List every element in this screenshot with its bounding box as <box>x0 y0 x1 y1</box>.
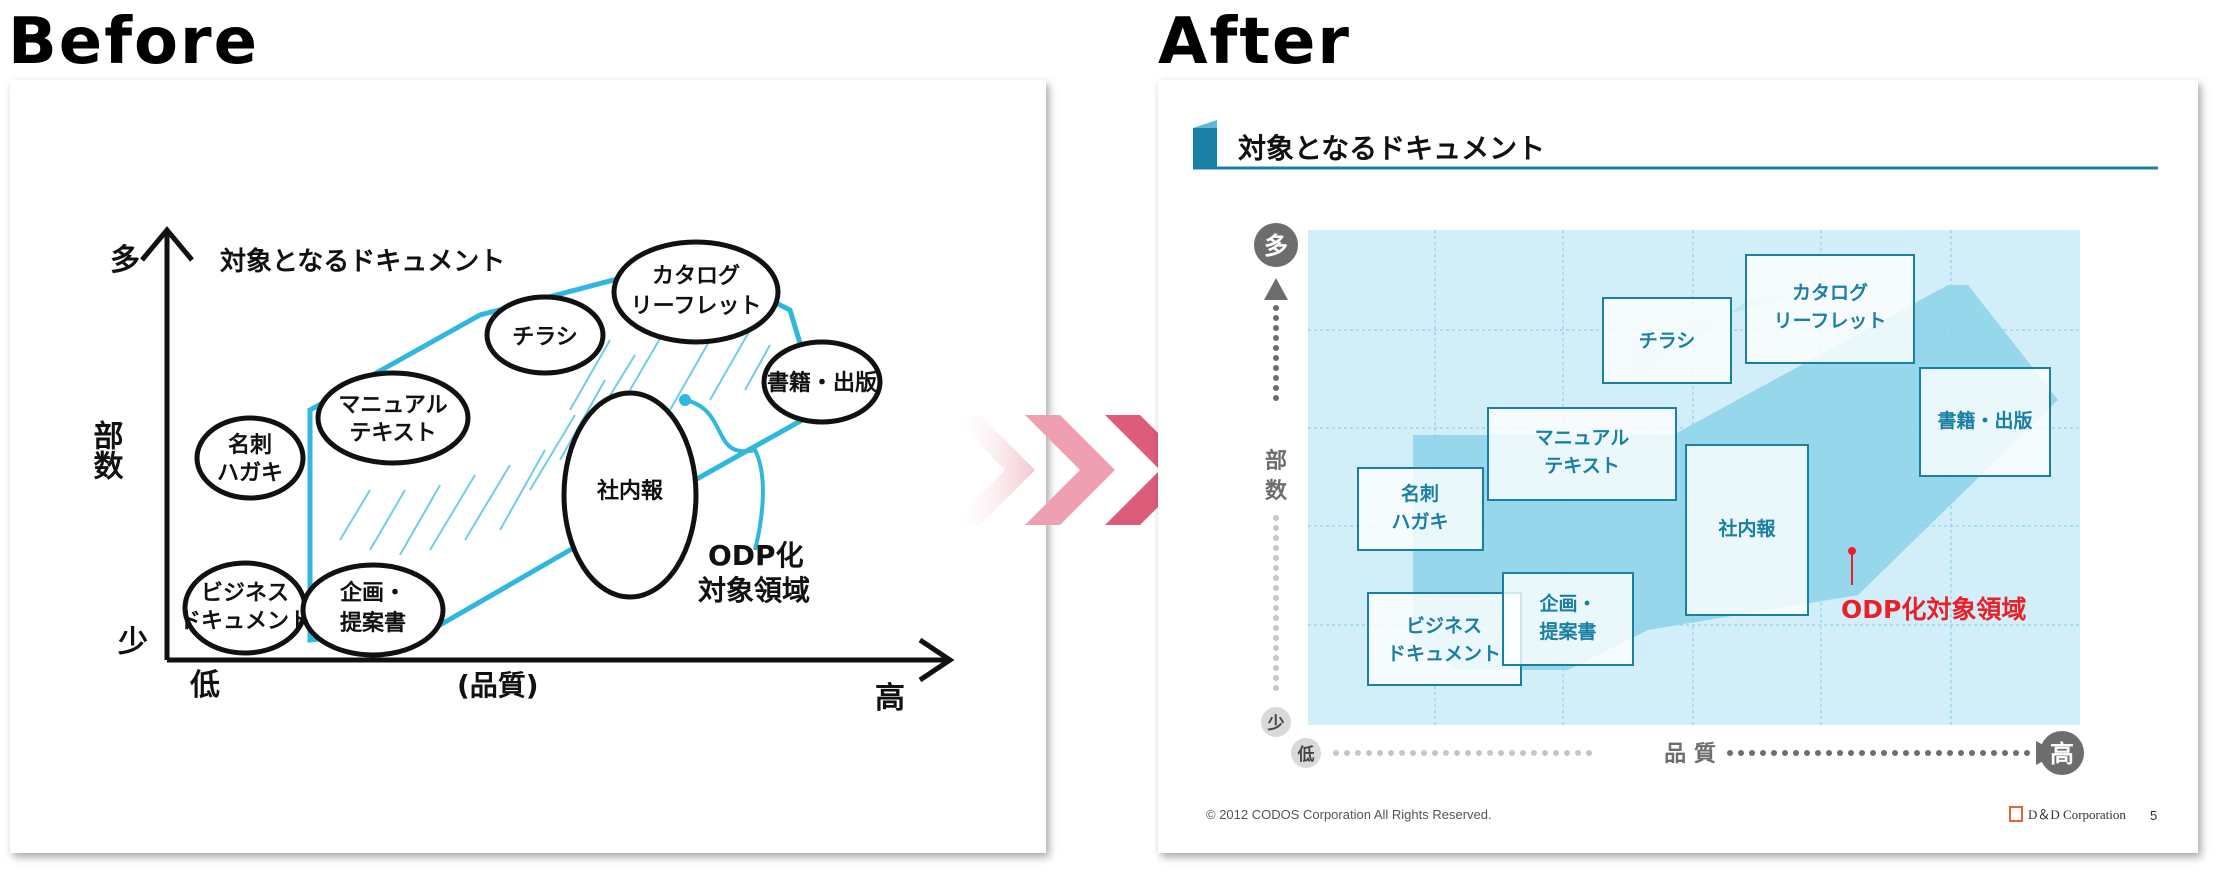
x-low-label: 低 <box>1297 744 1315 765</box>
blob-manual <box>315 370 471 466</box>
box-chirashi <box>1602 297 1732 384</box>
sketch-meishi-1: 名刺 <box>228 432 272 458</box>
arrow-2 <box>1025 415 1115 525</box>
blob-chirashi <box>484 294 606 376</box>
odp-pointer-dot <box>679 394 691 406</box>
label-manual-1: マニュアル <box>1535 427 1629 449</box>
sketch-kikaku-1: 企画・ <box>339 580 406 606</box>
y-axis-dots <box>1273 305 1279 691</box>
label-shoseki: 書籍・出版 <box>1937 409 2032 432</box>
box-shoseki <box>1919 367 2051 477</box>
title-icon <box>1193 128 1217 168</box>
before-heading: Before <box>8 5 259 79</box>
blob-catalog <box>611 239 781 345</box>
box-manual <box>1487 407 1677 501</box>
y-high-label: 多 <box>1264 232 1288 260</box>
y-axis-title-2: 数 <box>1265 478 1288 504</box>
hand-drawn-sketch: 対象となるドキュメント 多 少 部数 低 (品質) 高 名刺 ハガキ マニュアル… <box>88 226 955 716</box>
x-high-badge <box>2040 731 2084 775</box>
label-catalog-1: カタログ <box>1792 281 1868 304</box>
sketch-chirashi: チラシ <box>512 325 578 350</box>
y-axis-arrowhead <box>1264 278 1288 300</box>
y-high-label: 多 <box>110 243 140 278</box>
title-icon-fold <box>1193 120 1217 128</box>
after-heading: After <box>1158 5 1351 79</box>
x-low-label: 低 <box>189 668 220 703</box>
odp-label: ODP化対象領域 <box>1841 595 2026 624</box>
after-slide-panel: 対象となるドキュメント 名刺 ハガキ マニュアル <box>1158 80 2198 853</box>
x-high-label: 高 <box>875 681 905 716</box>
x-low-badge <box>1291 738 1321 768</box>
blob-shanaiho <box>561 390 699 600</box>
x-axis-title: (品質) <box>457 669 539 702</box>
y-axis-title: 部数 <box>88 419 124 481</box>
y-high-badge <box>1254 223 1298 267</box>
y-axis-arrow <box>140 226 194 262</box>
label-shanaiho: 社内報 <box>1717 517 1776 540</box>
label-catalog-2: リーフレット <box>1774 310 1887 332</box>
label-manual-2: テキスト <box>1544 455 1619 477</box>
blob-shoseki <box>761 339 883 425</box>
y-low-badge <box>1261 707 1291 737</box>
sketch-meishi-2: ハガキ <box>217 461 283 486</box>
x-axis-dots <box>1333 750 2030 756</box>
label-meishi-2: ハガキ <box>1391 511 1448 533</box>
odp-pointer <box>684 398 765 551</box>
before-sketch-panel: 対象となるドキュメント 多 少 部数 低 (品質) 高 名刺 ハガキ マニュアル… <box>10 80 1046 853</box>
sketch-title: 対象となるドキュメント <box>220 246 505 277</box>
box-business <box>1367 592 1522 686</box>
sketch-kikaku-2: 提案書 <box>340 610 406 636</box>
sketch-manual-1: マニュアル <box>338 393 447 418</box>
box-catalog <box>1745 254 1915 364</box>
blob-meishi <box>194 415 306 501</box>
sketch-catalog-2: リーフレット <box>631 294 762 319</box>
copyright-text: © 2012 CODOS Corporation All Rights Rese… <box>1206 807 1492 822</box>
blob-kikaku <box>300 562 446 658</box>
label-kikaku-1: 企画・ <box>1538 592 1596 615</box>
sketch-manual-2: テキスト <box>349 421 436 446</box>
hatch-lines <box>339 329 771 556</box>
slide: 対象となるドキュメント 名刺 ハガキ マニュアル <box>1193 120 2158 823</box>
label-kikaku-2: 提案書 <box>1539 620 1596 643</box>
sketch-business-1: ビジネス <box>201 581 289 606</box>
blob-business <box>182 560 308 656</box>
sketch-odp-2: 対象領域 <box>698 574 810 607</box>
sketch-shanaiho: 社内報 <box>597 478 664 504</box>
box-kikaku <box>1502 572 1634 666</box>
label-business-1: ビジネス <box>1406 615 1482 637</box>
company-logo-icon <box>2009 806 2023 822</box>
x-axis-arrow <box>918 637 955 683</box>
label-chirashi: チラシ <box>1639 330 1696 352</box>
page-number: 5 <box>2150 808 2157 823</box>
x-high-label: 高 <box>2050 740 2074 768</box>
company-name: D＆D Corporation <box>2028 807 2126 822</box>
label-meishi-1: 名刺 <box>1401 482 1439 505</box>
box-meishi <box>1357 467 1484 551</box>
sketch-catalog-1: カタログ <box>652 263 740 289</box>
arrow-1 <box>950 415 1035 525</box>
box-shanaiho <box>1685 444 1809 616</box>
sketch-business-2: ドキュメント <box>179 609 311 634</box>
slide-title: 対象となるドキュメント <box>1238 132 1545 165</box>
sketch-shoseki: 書籍・出版 <box>767 370 877 396</box>
x-axis-title: 品 質 <box>1664 742 1716 767</box>
y-low-label: 少 <box>118 625 148 660</box>
sketch-odp-1: ODP化 <box>708 539 804 572</box>
y-low-label: 少 <box>1267 714 1285 734</box>
y-axis-title-1: 部 <box>1265 448 1287 474</box>
label-business-2: ドキュメント <box>1387 643 1501 665</box>
